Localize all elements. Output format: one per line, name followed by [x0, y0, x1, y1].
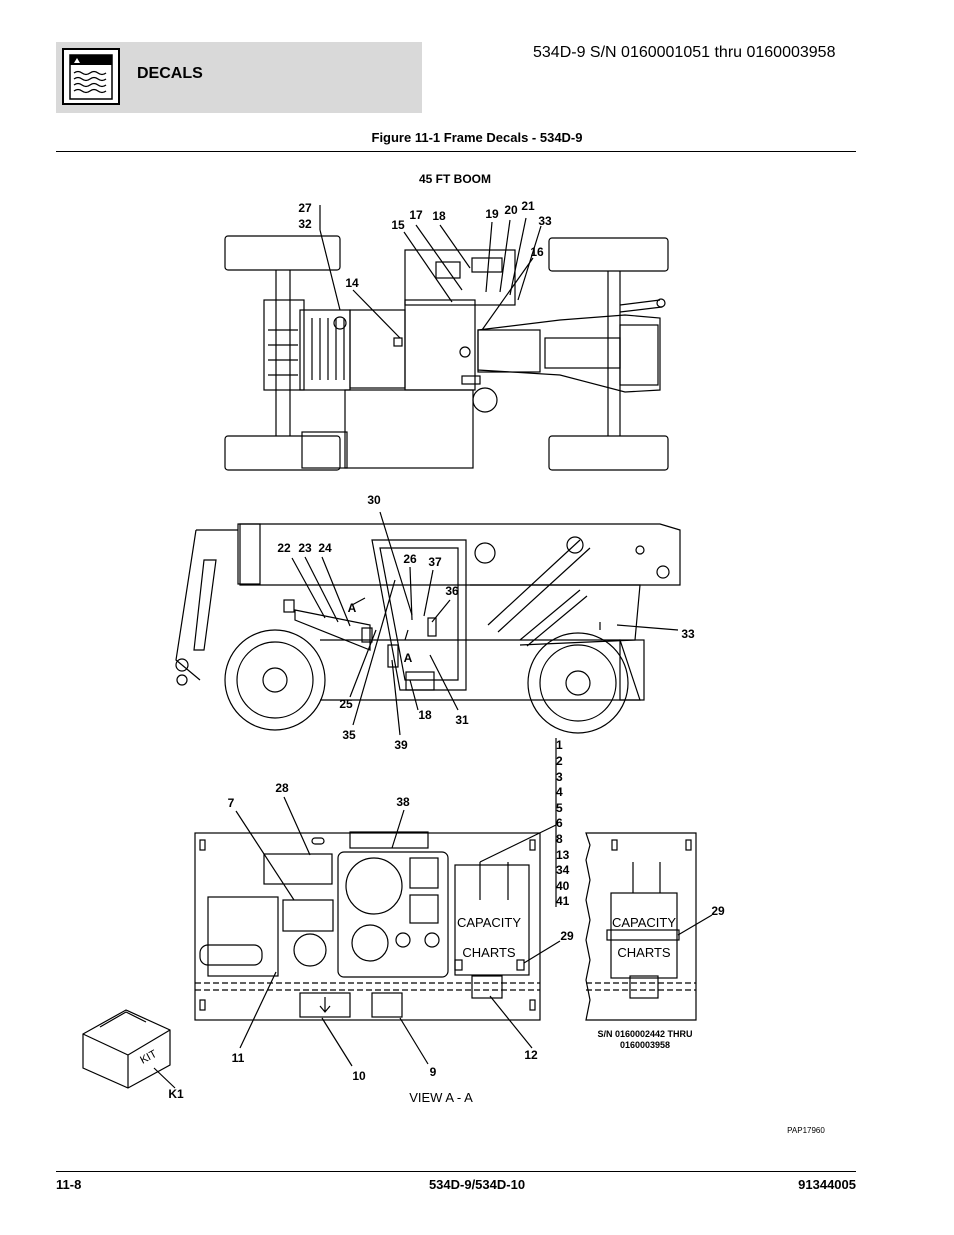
footer-rule [56, 1171, 856, 1172]
top-view-machine [224, 235, 669, 471]
callout-29-alt: 29 [711, 904, 725, 918]
callout-10: 10 [352, 1069, 366, 1083]
callout-28: 28 [275, 781, 289, 795]
page-number: 11-8 [56, 1177, 82, 1192]
image-code: PAP17960 [787, 1126, 825, 1135]
callout-33: 33 [538, 214, 552, 228]
callout-32: 32 [298, 217, 312, 231]
section-marker-a-lower: A [404, 651, 413, 665]
serial-note-line2: 0160003958 [620, 1040, 670, 1050]
callout-39: 39 [394, 738, 408, 752]
charts-label: CHARTS [462, 945, 516, 960]
view-aa-panel [194, 831, 541, 1021]
callout-18: 18 [432, 209, 446, 223]
callout-21: 21 [521, 199, 535, 213]
view-top-title: 45 FT BOOM [419, 172, 491, 186]
kit-label: KIT [138, 1048, 159, 1067]
kit-box [82, 1009, 171, 1089]
callout-17: 17 [409, 208, 423, 222]
callout-18-side: 18 [418, 708, 432, 722]
callout-5: 5 [556, 801, 563, 815]
callout-30: 30 [367, 493, 381, 507]
header-rule [56, 151, 856, 152]
side-view-machine [175, 523, 681, 734]
callout-1: 1 [556, 738, 563, 752]
callout-26: 26 [403, 552, 417, 566]
callout-7: 7 [228, 796, 235, 810]
callout-25: 25 [339, 697, 353, 711]
callout-27: 27 [298, 201, 312, 215]
callout-13: 13 [556, 848, 570, 862]
callout-34: 34 [556, 863, 570, 877]
callout-37: 37 [428, 555, 442, 569]
figure-title: Figure 11-1 Frame Decals - 534D-9 [371, 130, 583, 145]
decals-section-icon [62, 48, 120, 105]
callout-19: 19 [485, 207, 499, 221]
callout-33-side: 33 [681, 627, 695, 641]
callout-2: 2 [556, 754, 563, 768]
callout-22: 22 [277, 541, 291, 555]
callout-20: 20 [504, 203, 518, 217]
alt-panel-serial-range [585, 832, 697, 1021]
view-aa-label: VIEW A - A [409, 1090, 473, 1105]
charts-label-alt: CHARTS [617, 945, 671, 960]
footer-models: 534D-9/534D-10 [428, 1177, 526, 1192]
callout-31: 31 [455, 713, 469, 727]
callout-15: 15 [391, 218, 405, 232]
callout-9: 9 [430, 1065, 437, 1079]
callout-12: 12 [524, 1048, 538, 1062]
callout-38: 38 [396, 795, 410, 809]
model-range: 534D-9 S/N 0160001051 thru 0160003958 [533, 44, 836, 61]
callout-40: 40 [556, 879, 570, 893]
capacity-label-alt: CAPACITY [612, 915, 676, 930]
callout-11: 11 [232, 1051, 245, 1065]
serial-note-line1: S/N 0160002442 THRU [597, 1029, 692, 1039]
callout-41: 41 [556, 894, 570, 908]
doc-number: 91344005 [798, 1177, 856, 1192]
callout-4: 4 [556, 785, 563, 799]
callout-36: 36 [445, 584, 459, 598]
callout-23: 23 [298, 541, 312, 555]
section-marker-a-upper: A [348, 601, 357, 615]
callout-3: 3 [556, 770, 563, 784]
callout-24: 24 [318, 541, 332, 555]
callout-14: 14 [345, 276, 359, 290]
callout-29: 29 [560, 929, 574, 943]
callout-6: 6 [556, 816, 563, 830]
callout-35: 35 [342, 728, 356, 742]
section-title: DECALS [137, 65, 203, 82]
callout-16: 16 [530, 245, 544, 259]
callout-k1: K1 [168, 1087, 184, 1101]
capacity-label: CAPACITY [457, 915, 521, 930]
callout-8: 8 [556, 832, 563, 846]
